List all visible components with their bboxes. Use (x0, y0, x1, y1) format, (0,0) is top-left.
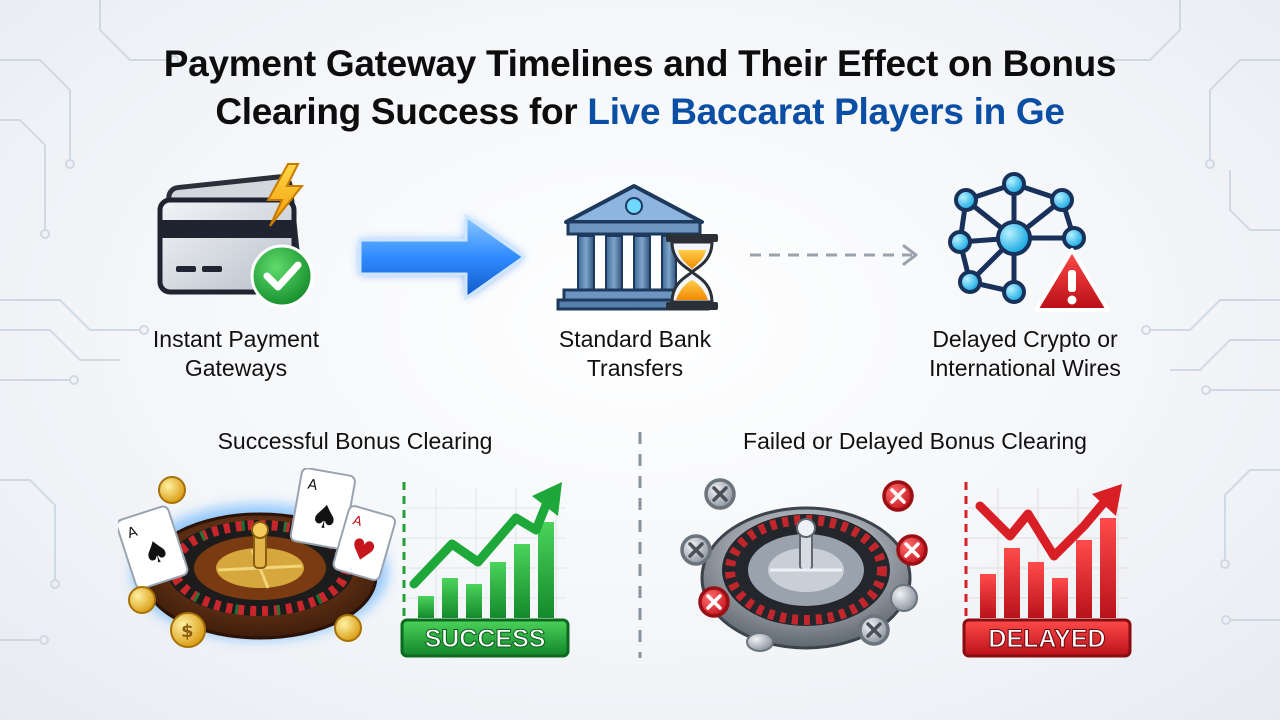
roulette-cards-coins-icon: A ♠ A ♠ A ♥ $ (118, 468, 397, 648)
network-warning-icon (948, 172, 1110, 312)
credit-card-lightning-check-icon (157, 163, 314, 308)
svg-text:A: A (306, 477, 319, 494)
title-line-2-highlight: Live Baccarat Players in Ge (587, 91, 1065, 132)
dashed-gray-arrow-icon (750, 244, 918, 266)
stage-label-delayed-line-1: Delayed Crypto or (932, 326, 1118, 352)
bank-hourglass-icon (556, 184, 718, 311)
stage-label-instant: Instant Payment Gateways (106, 325, 366, 383)
stage-label-bank-line-2: Transfers (586, 355, 684, 381)
success-growth-chart-icon: SUCCESS (400, 482, 570, 658)
stage-label-instant-line-2: Gateways (184, 355, 288, 381)
title-line-1: Payment Gateway Timelines and Their Effe… (163, 43, 1117, 84)
svg-text:$: $ (181, 621, 194, 642)
stage-label-bank: Standard Bank Transfers (505, 325, 765, 383)
solid-blue-arrow-icon (358, 213, 527, 301)
roulette-failed-icon (680, 478, 928, 652)
delayed-badge-text: DELAYED (988, 625, 1105, 653)
section-divider (638, 432, 642, 658)
svg-text:A: A (351, 513, 364, 530)
stage-label-bank-line-1: Standard Bank (558, 326, 712, 352)
success-badge-text: SUCCESS (425, 625, 546, 653)
title-line-2: Clearing Success for Live Baccarat Playe… (0, 88, 1280, 136)
title-line-2-plain: Clearing Success for (215, 91, 588, 132)
stage-label-delayed-line-2: International Wires (929, 355, 1121, 381)
success-section-heading: Successful Bonus Clearing (217, 428, 493, 454)
delayed-decline-chart-icon: DELAYED (962, 482, 1132, 658)
page-title: Payment Gateway Timelines and Their Effe… (0, 40, 1280, 136)
failed-section-heading: Failed or Delayed Bonus Clearing (743, 428, 1087, 454)
stage-label-delayed: Delayed Crypto or International Wires (885, 325, 1165, 383)
svg-text:♠: ♠ (307, 496, 342, 538)
stage-label-instant-line-1: Instant Payment (152, 326, 320, 352)
